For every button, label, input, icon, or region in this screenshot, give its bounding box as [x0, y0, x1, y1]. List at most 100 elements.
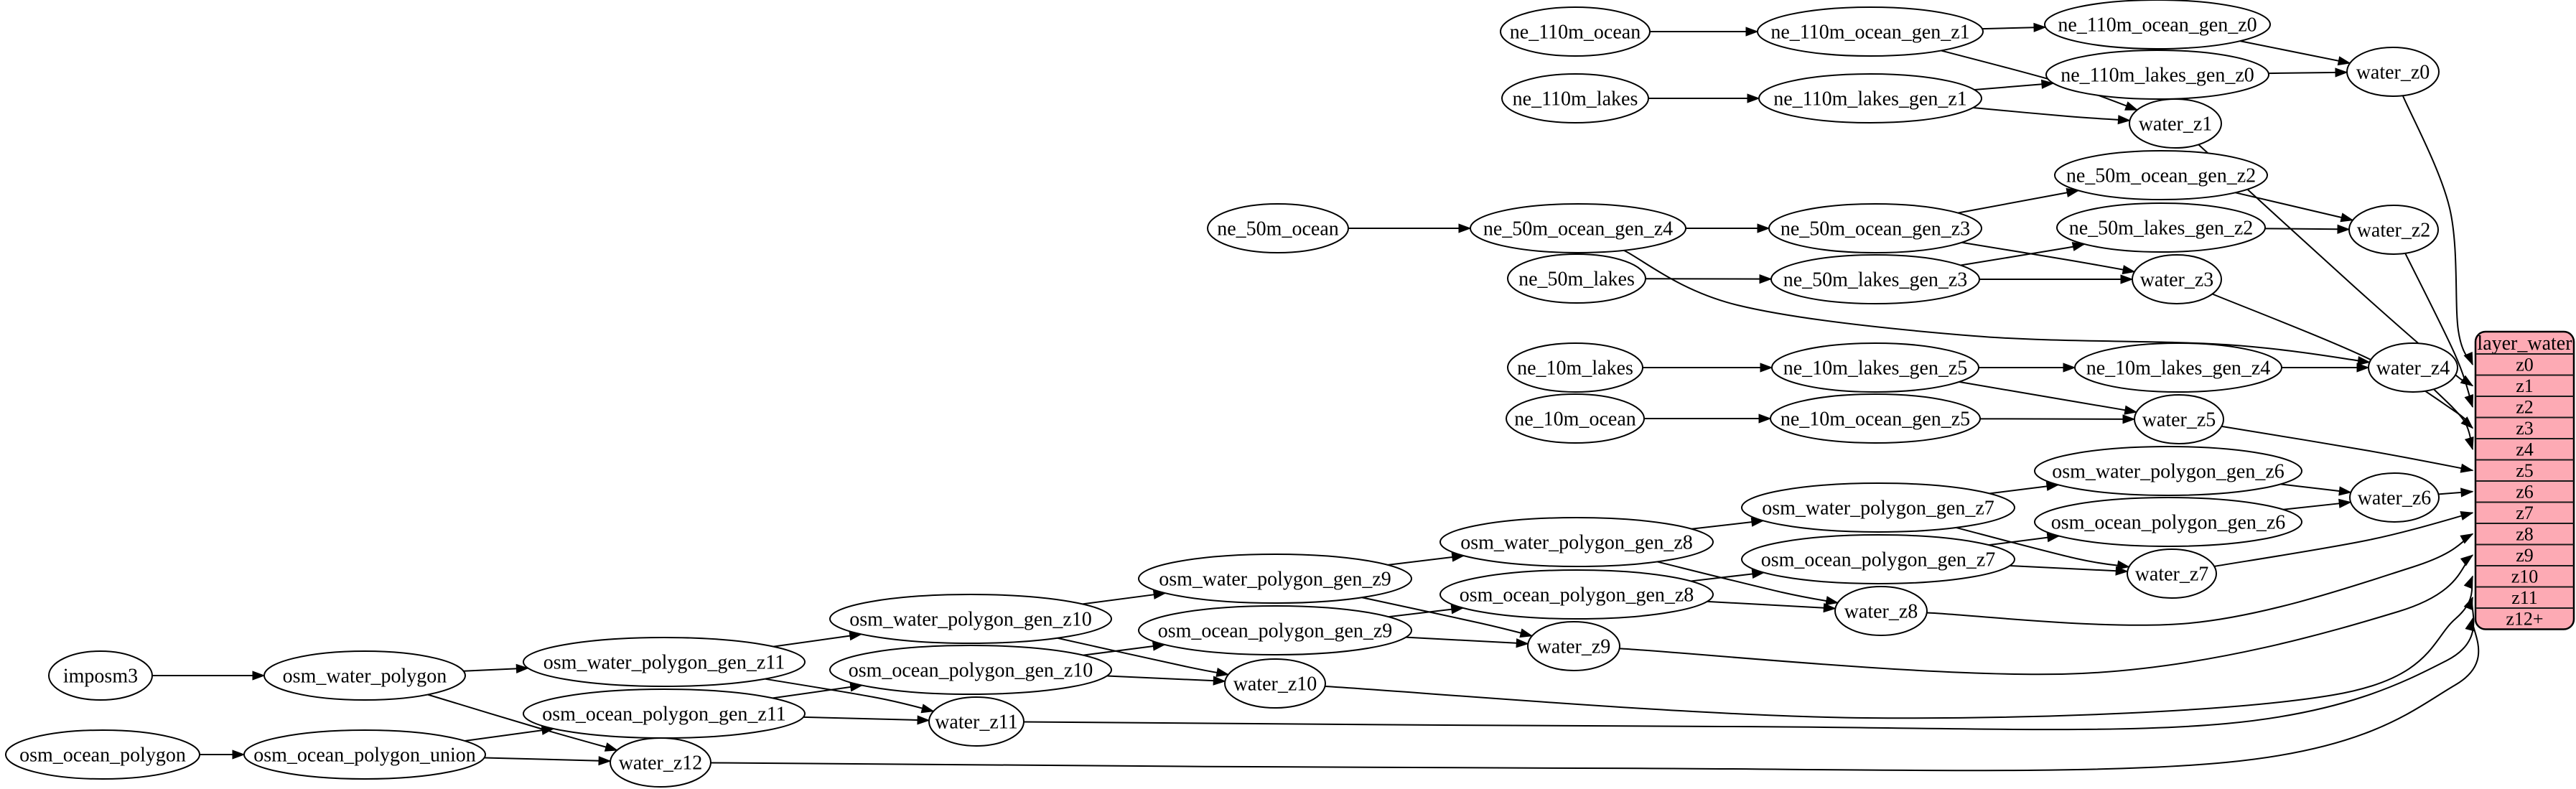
layer-water-row-z7: z7	[2516, 503, 2534, 523]
edge-water_z6-to-layer_water-z6	[2438, 487, 2474, 498]
node-label-osm_water_polygon_gen_z9: osm_water_polygon_gen_z9	[1159, 569, 1391, 591]
edge-water_z0-to-layer_water-z0	[2402, 95, 2473, 366]
node-label-ne_50m_ocean_gen_z3: ne_50m_ocean_gen_z3	[1781, 218, 1970, 241]
layer-water-row-z5: z5	[2516, 460, 2534, 481]
node-osm_water_polygon: osm_water_polygon	[263, 650, 466, 701]
edge-osm_ocean_polygon_gen_z10-to-osm_ocean_polygon_gen_z9	[1083, 641, 1166, 656]
node-label-ne_50m_ocean: ne_50m_ocean	[1217, 218, 1339, 241]
node-water_z1: water_z1	[2129, 98, 2222, 149]
node-ne_10m_ocean_gen_z5: ne_10m_ocean_gen_z5	[1770, 393, 1981, 444]
node-label-water_z3: water_z3	[2140, 269, 2214, 291]
node-osm_ocean_polygon_gen_z8: osm_ocean_polygon_gen_z8	[1439, 569, 1714, 620]
node-label-ne_10m_ocean_gen_z5: ne_10m_ocean_gen_z5	[1781, 408, 1970, 431]
edge-ne_50m_ocean_gen_z3-to-ne_50m_ocean_gen_z2	[1957, 187, 2080, 214]
node-ne_10m_lakes_gen_z4: ne_10m_lakes_gen_z4	[2074, 342, 2282, 393]
node-label-osm_ocean_polygon_gen_z10: osm_ocean_polygon_gen_z10	[849, 660, 1093, 682]
node-label-ne_50m_lakes_gen_z3: ne_50m_lakes_gen_z3	[1783, 269, 1968, 291]
node-ne_110m_lakes_gen_z1: ne_110m_lakes_gen_z1	[1758, 73, 1982, 123]
node-ne_50m_ocean_gen_z2: ne_50m_ocean_gen_z2	[2054, 150, 2268, 200]
layer-water-row-z1: z1	[2516, 375, 2534, 396]
edge-osm_water_polygon-to-water_z12	[427, 694, 618, 752]
node-label-ne_10m_lakes_gen_z4: ne_10m_lakes_gen_z4	[2086, 358, 2271, 380]
node-label-ne_110m_ocean: ne_110m_ocean	[1510, 22, 1641, 44]
edge-osm_ocean_polygon_gen_z7-to-water_z7	[2010, 564, 2129, 576]
node-label-water_z8: water_z8	[1844, 601, 1918, 623]
edge-osm_water_polygon_gen_z8-to-water_z8	[1656, 561, 1839, 606]
node-label-water_z0: water_z0	[2356, 62, 2430, 84]
edge-ne_110m_lakes_gen_z1-to-water_z1	[1973, 107, 2131, 125]
edge-water_z5-to-layer_water-z5	[2221, 425, 2474, 473]
node-ne_10m_lakes: ne_10m_lakes	[1507, 342, 1643, 393]
node-label-water_z6: water_z6	[2358, 487, 2432, 510]
node-label-water_z11: water_z11	[935, 711, 1018, 734]
node-ne_50m_ocean_gen_z4: ne_50m_ocean_gen_z4	[1470, 203, 1686, 253]
node-label-ne_110m_lakes_gen_z1: ne_110m_lakes_gen_z1	[1773, 88, 1967, 111]
node-label-osm_water_polygon_gen_z11: osm_water_polygon_gen_z11	[543, 652, 785, 674]
node-label-ne_50m_lakes_gen_z2: ne_50m_lakes_gen_z2	[2069, 218, 2254, 240]
node-label-osm_ocean_polygon_gen_z11: osm_ocean_polygon_gen_z11	[542, 704, 786, 726]
layer-water-row-z10: z10	[2511, 566, 2539, 587]
edge-ne_10m_lakes_gen_z5-to-water_z5	[1959, 381, 2138, 415]
node-label-water_z1: water_z1	[2139, 113, 2213, 136]
edge-osm_ocean_polygon_gen_z10-to-water_z10	[1106, 675, 1226, 686]
nodes-layer: imposm3 osm_water_polygon osm_ocean_polygo…	[5, 0, 2458, 788]
node-osm_water_polygon_gen_z8: osm_water_polygon_gen_z8	[1439, 517, 1714, 567]
node-water_z6: water_z6	[2349, 472, 2440, 523]
node-label-ne_50m_lakes: ne_50m_lakes	[1518, 269, 1635, 291]
edge-osm_water_polygon_gen_z7-to-water_z7	[1956, 526, 2130, 570]
edge-osm_ocean_polygon_gen_z11-to-water_z11	[803, 715, 930, 725]
layer-water-row-z8: z8	[2516, 524, 2534, 545]
node-water_z10: water_z10	[1224, 658, 1326, 709]
node-ne_10m_ocean: ne_10m_ocean	[1506, 393, 1645, 444]
edge-ne_50m_ocean_gen_z2-to-water_z2	[2235, 192, 2354, 223]
edge-water_z7-to-layer_water-z7	[2214, 511, 2474, 567]
edge-osm_water_polygon_gen_z11-to-water_z11	[765, 678, 935, 714]
node-imposm3: imposm3	[48, 650, 153, 701]
layer-water-table: layer_waterz0z1z2z3z4z5z6z7z8z9z10z11z12…	[2474, 330, 2575, 630]
node-ne_50m_lakes_gen_z2: ne_50m_lakes_gen_z2	[2056, 202, 2266, 253]
edge-ne_50m_ocean_gen_z3-to-water_z3	[1961, 241, 2136, 275]
node-water_z3: water_z3	[2132, 254, 2222, 304]
edge-ne_110m_ocean_gen_z1-to-ne_110m_ocean_gen_z0	[1982, 22, 2047, 32]
node-label-osm_ocean_polygon_gen_z7: osm_ocean_polygon_gen_z7	[1761, 549, 1996, 571]
node-label-osm_ocean_polygon: osm_ocean_polygon	[19, 744, 186, 767]
layer-water-row-z3: z3	[2516, 418, 2534, 439]
edge-water_z4-to-layer_water-z4	[2433, 388, 2474, 451]
node-label-ne_110m_lakes: ne_110m_lakes	[1513, 88, 1638, 111]
node-water_z8: water_z8	[1834, 586, 1928, 636]
layer-water-row-z9: z9	[2516, 545, 2534, 566]
layer-water-row-z12+: z12+	[2506, 609, 2543, 630]
node-ne_110m_ocean: ne_110m_ocean	[1500, 6, 1651, 57]
node-label-ne_10m_lakes: ne_10m_lakes	[1517, 358, 1633, 380]
node-osm_water_polygon_gen_z11: osm_water_polygon_gen_z11	[523, 637, 806, 687]
node-ne_50m_ocean_gen_z3: ne_50m_ocean_gen_z3	[1768, 203, 1982, 253]
edge-water_z2-to-layer_water-z2	[2404, 253, 2474, 408]
node-osm_water_polygon_gen_z9: osm_water_polygon_gen_z9	[1138, 554, 1412, 604]
node-label-water_z7: water_z7	[2135, 564, 2209, 586]
node-water_z12: water_z12	[610, 737, 711, 788]
edge-water_z12-to-layer_water-z12+	[710, 617, 2480, 772]
edge-osm_water_polygon_gen_z6-to-water_z6	[2280, 483, 2352, 496]
layer-water-title: layer_water	[2477, 332, 2572, 355]
edge-osm_ocean_polygon_gen_z8-to-water_z8	[1707, 600, 1837, 613]
edge-water_z8-to-layer_water-z8	[1926, 533, 2474, 626]
node-ne_10m_lakes_gen_z5: ne_10m_lakes_gen_z5	[1771, 342, 1979, 393]
node-label-water_z4: water_z4	[2376, 358, 2450, 380]
node-label-imposm3: imposm3	[63, 666, 138, 688]
node-ne_110m_lakes_gen_z0: ne_110m_lakes_gen_z0	[2045, 50, 2269, 100]
node-water_z0: water_z0	[2346, 47, 2440, 97]
node-label-osm_water_polygon: osm_water_polygon	[283, 666, 447, 688]
edge-osm_ocean_polygon_gen_z9-to-water_z9	[1406, 636, 1529, 648]
edge-osm_ocean_polygon_union-to-osm_ocean_polygon_gen_z11	[465, 725, 555, 742]
node-label-osm_water_polygon_gen_z8: osm_water_polygon_gen_z8	[1460, 532, 1693, 554]
node-label-ne_10m_lakes_gen_z5: ne_10m_lakes_gen_z5	[1783, 358, 1968, 380]
node-label-water_z5: water_z5	[2142, 409, 2216, 431]
node-label-osm_ocean_polygon_gen_z8: osm_ocean_polygon_gen_z8	[1460, 584, 1694, 607]
node-label-ne_110m_lakes_gen_z0: ne_110m_lakes_gen_z0	[2061, 65, 2254, 87]
edge-osm_water_polygon_gen_z8-to-osm_water_polygon_gen_z7	[1691, 517, 1765, 530]
node-label-osm_water_polygon_gen_z6: osm_water_polygon_gen_z6	[2052, 461, 2285, 483]
edge-osm_ocean_polygon_gen_z9-to-osm_ocean_polygon_gen_z8	[1389, 604, 1465, 618]
edge-osm_ocean_polygon_gen_z6-to-water_z6	[2283, 498, 2352, 510]
